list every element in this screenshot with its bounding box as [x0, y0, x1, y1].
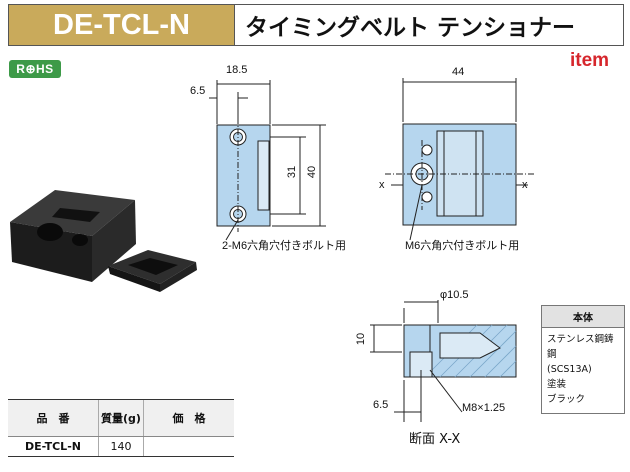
- product-name-title: タイミングベルト テンショナー: [234, 5, 623, 45]
- cell-price: [143, 436, 234, 457]
- rohs-badge: R⊕HS: [9, 60, 61, 78]
- dim-side-offset: 6.5: [190, 85, 206, 97]
- dim-section-offset: 6.5: [373, 399, 389, 411]
- dim-section-height: 10: [355, 332, 368, 346]
- dim-side-pitch: 31: [286, 165, 299, 179]
- spec-box: 本体 ステンレス鋼鋳鋼 (SCS13A) 塗装 ブラック: [541, 305, 625, 414]
- dim-side-width: 18.5: [226, 64, 248, 76]
- spec-line: 塗装: [547, 379, 567, 390]
- dim-front-width: 44: [452, 66, 465, 78]
- dim-side-note: 2-M6六角穴付きボルト用: [222, 240, 347, 252]
- item-logo: item: [570, 50, 610, 71]
- spec-line: ブラック: [547, 394, 586, 405]
- front-view: [385, 78, 535, 241]
- col-mass-header: 質量(g): [98, 399, 144, 437]
- product-photo: [10, 190, 197, 292]
- section-view: [370, 300, 517, 422]
- section-caption: 断面 X-X: [409, 432, 461, 447]
- dim-section-thread: M8×1.25: [462, 402, 506, 414]
- cell-code: DE-TCL-N: [8, 436, 99, 457]
- product-code-title: DE-TCL-N: [9, 5, 234, 45]
- dim-front-note: M6六角穴付きボルト用: [405, 240, 520, 252]
- cell-mass: 140: [98, 436, 144, 457]
- dim-front-x-left: x: [379, 179, 385, 191]
- dim-front-x-right: x: [522, 179, 528, 191]
- side-view: [209, 80, 326, 241]
- col-code-header: 品 番: [8, 399, 99, 437]
- table-row: DE-TCL-N 140: [8, 436, 234, 457]
- dim-section-dia: φ10.5: [440, 289, 469, 301]
- product-table: 品 番 質量(g) 価 格 DE-TCL-N 140: [8, 399, 234, 457]
- spec-header: 本体: [542, 306, 624, 328]
- col-price-header: 価 格: [143, 399, 234, 437]
- spec-body: ステンレス鋼鋳鋼 (SCS13A) 塗装 ブラック: [542, 328, 624, 413]
- title-header: DE-TCL-N タイミングベルト テンショナー: [8, 4, 624, 46]
- spec-line: (SCS13A): [547, 364, 592, 375]
- spec-line: ステンレス鋼鋳鋼: [547, 334, 614, 360]
- dim-side-height: 40: [306, 165, 319, 179]
